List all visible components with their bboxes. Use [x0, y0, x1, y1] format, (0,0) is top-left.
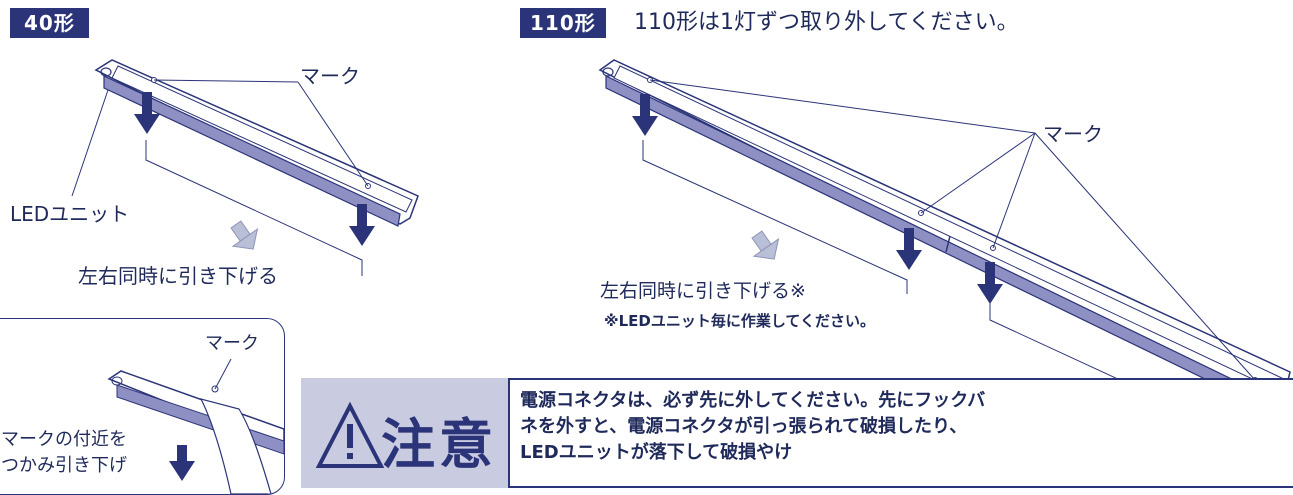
down-arrow-110-c	[977, 262, 1003, 304]
instruction-110: 110形は1灯ずつ取り外してください。	[634, 10, 1019, 35]
note-110: ※LEDユニット毎に作業してください。	[604, 312, 875, 330]
light-arrow-40	[230, 220, 259, 250]
down-arrow-110-a	[632, 94, 658, 136]
inset-line2: つかみ引き下げ	[1, 455, 127, 476]
badge-40: 40形	[10, 8, 89, 38]
inset-hand-detail: マーク マークの付近を つかみ引き下げ	[0, 318, 285, 495]
mark-label-110: マーク	[1043, 122, 1103, 146]
inset-down-arrow	[169, 445, 195, 481]
down-arrow-40-left	[134, 92, 160, 134]
caution-header: 注意	[301, 378, 508, 488]
pull-down-label-40: 左右同時に引き下げる	[78, 264, 278, 288]
inset-mark-label: マーク	[205, 333, 259, 354]
warning-triangle-icon	[315, 402, 385, 468]
caution-body: 電源コネクタは、必ず先に外してください。先にフックバネを外すと、電源コネクタが引…	[508, 378, 1293, 488]
inset-line1: マークの付近を	[1, 429, 127, 450]
light-arrow-110-a	[751, 230, 780, 260]
caution-text: 電源コネクタは、必ず先に外してください。先にフックバネを外すと、電源コネクタが引…	[520, 390, 986, 463]
fixture-40	[94, 59, 419, 227]
caution-box: 注意 電源コネクタは、必ず先に外してください。先にフックバネを外すと、電源コネク…	[301, 378, 1293, 488]
leader-lines-40	[71, 79, 369, 276]
mark-label-40: マーク	[300, 64, 360, 88]
pull-down-label-110: 左右同時に引き下げる※	[600, 280, 806, 302]
badge-110: 110形	[520, 8, 606, 38]
led-unit-label: LEDユニット	[10, 202, 130, 226]
diagram-canvas	[71, 59, 1291, 454]
down-arrow-110-b	[896, 228, 922, 270]
down-arrow-40-right	[349, 204, 375, 246]
fixture-110	[598, 59, 1291, 413]
caution-word: 注意	[381, 413, 497, 476]
